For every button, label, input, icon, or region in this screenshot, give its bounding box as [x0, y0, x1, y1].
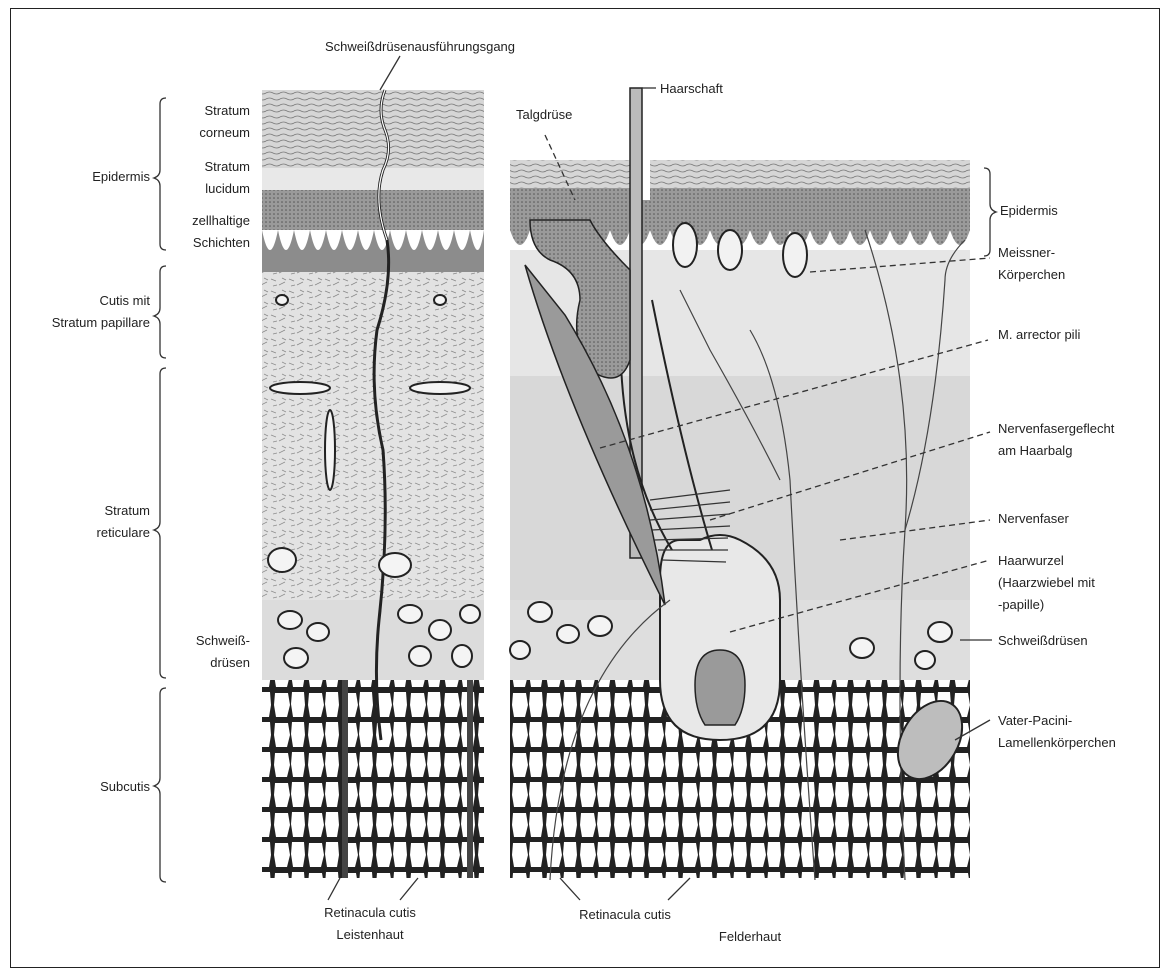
- label-sweat-duct: Schweißdrüsenausführungsgang: [300, 36, 540, 58]
- label-sweat-glands-left: Schweiß- drüsen: [150, 630, 250, 674]
- label-hair-root: Haarwurzel (Haarzwiebel mit -papille): [998, 550, 1095, 616]
- label-stratum-lucidum: Stratum lucidum: [170, 156, 250, 200]
- leistenhaut-section: [262, 90, 484, 878]
- label-cutis: Cutis mit Stratum papillare: [20, 290, 150, 334]
- label-retinacula-right: Retinacula cutis: [545, 904, 705, 926]
- label-meissner: Meissner- Körperchen: [998, 242, 1065, 286]
- label-hair-shaft: Haarschaft: [660, 78, 723, 100]
- label-felderhaut: Felderhaut: [680, 926, 820, 948]
- label-sebaceous-gland: Talgdrüse: [516, 104, 572, 126]
- label-sweat-glands-right: Schweißdrüsen: [998, 630, 1088, 652]
- label-cell-layers: zellhaltige Schichten: [150, 210, 250, 254]
- label-nerve-plexus: Nervenfasergeflecht am Haarbalg: [998, 418, 1114, 462]
- label-epidermis-left: Epidermis: [40, 166, 150, 188]
- felderhaut-section: [510, 88, 975, 880]
- label-stratum-corneum: Stratum corneum: [170, 100, 250, 144]
- label-stratum-reticulare: Stratum reticulare: [40, 500, 150, 544]
- label-nerve-fiber: Nervenfaser: [998, 508, 1069, 530]
- label-epidermis-right: Epidermis: [1000, 200, 1058, 222]
- label-subcutis: Subcutis: [40, 776, 150, 798]
- label-vater-pacini: Vater-Pacini- Lamellenkörperchen: [998, 710, 1116, 754]
- label-retinacula-left: Retinacula cutis: [290, 902, 450, 924]
- label-leistenhaut: Leistenhaut: [290, 924, 450, 946]
- label-arrector-pili: M. arrector pili: [998, 324, 1080, 346]
